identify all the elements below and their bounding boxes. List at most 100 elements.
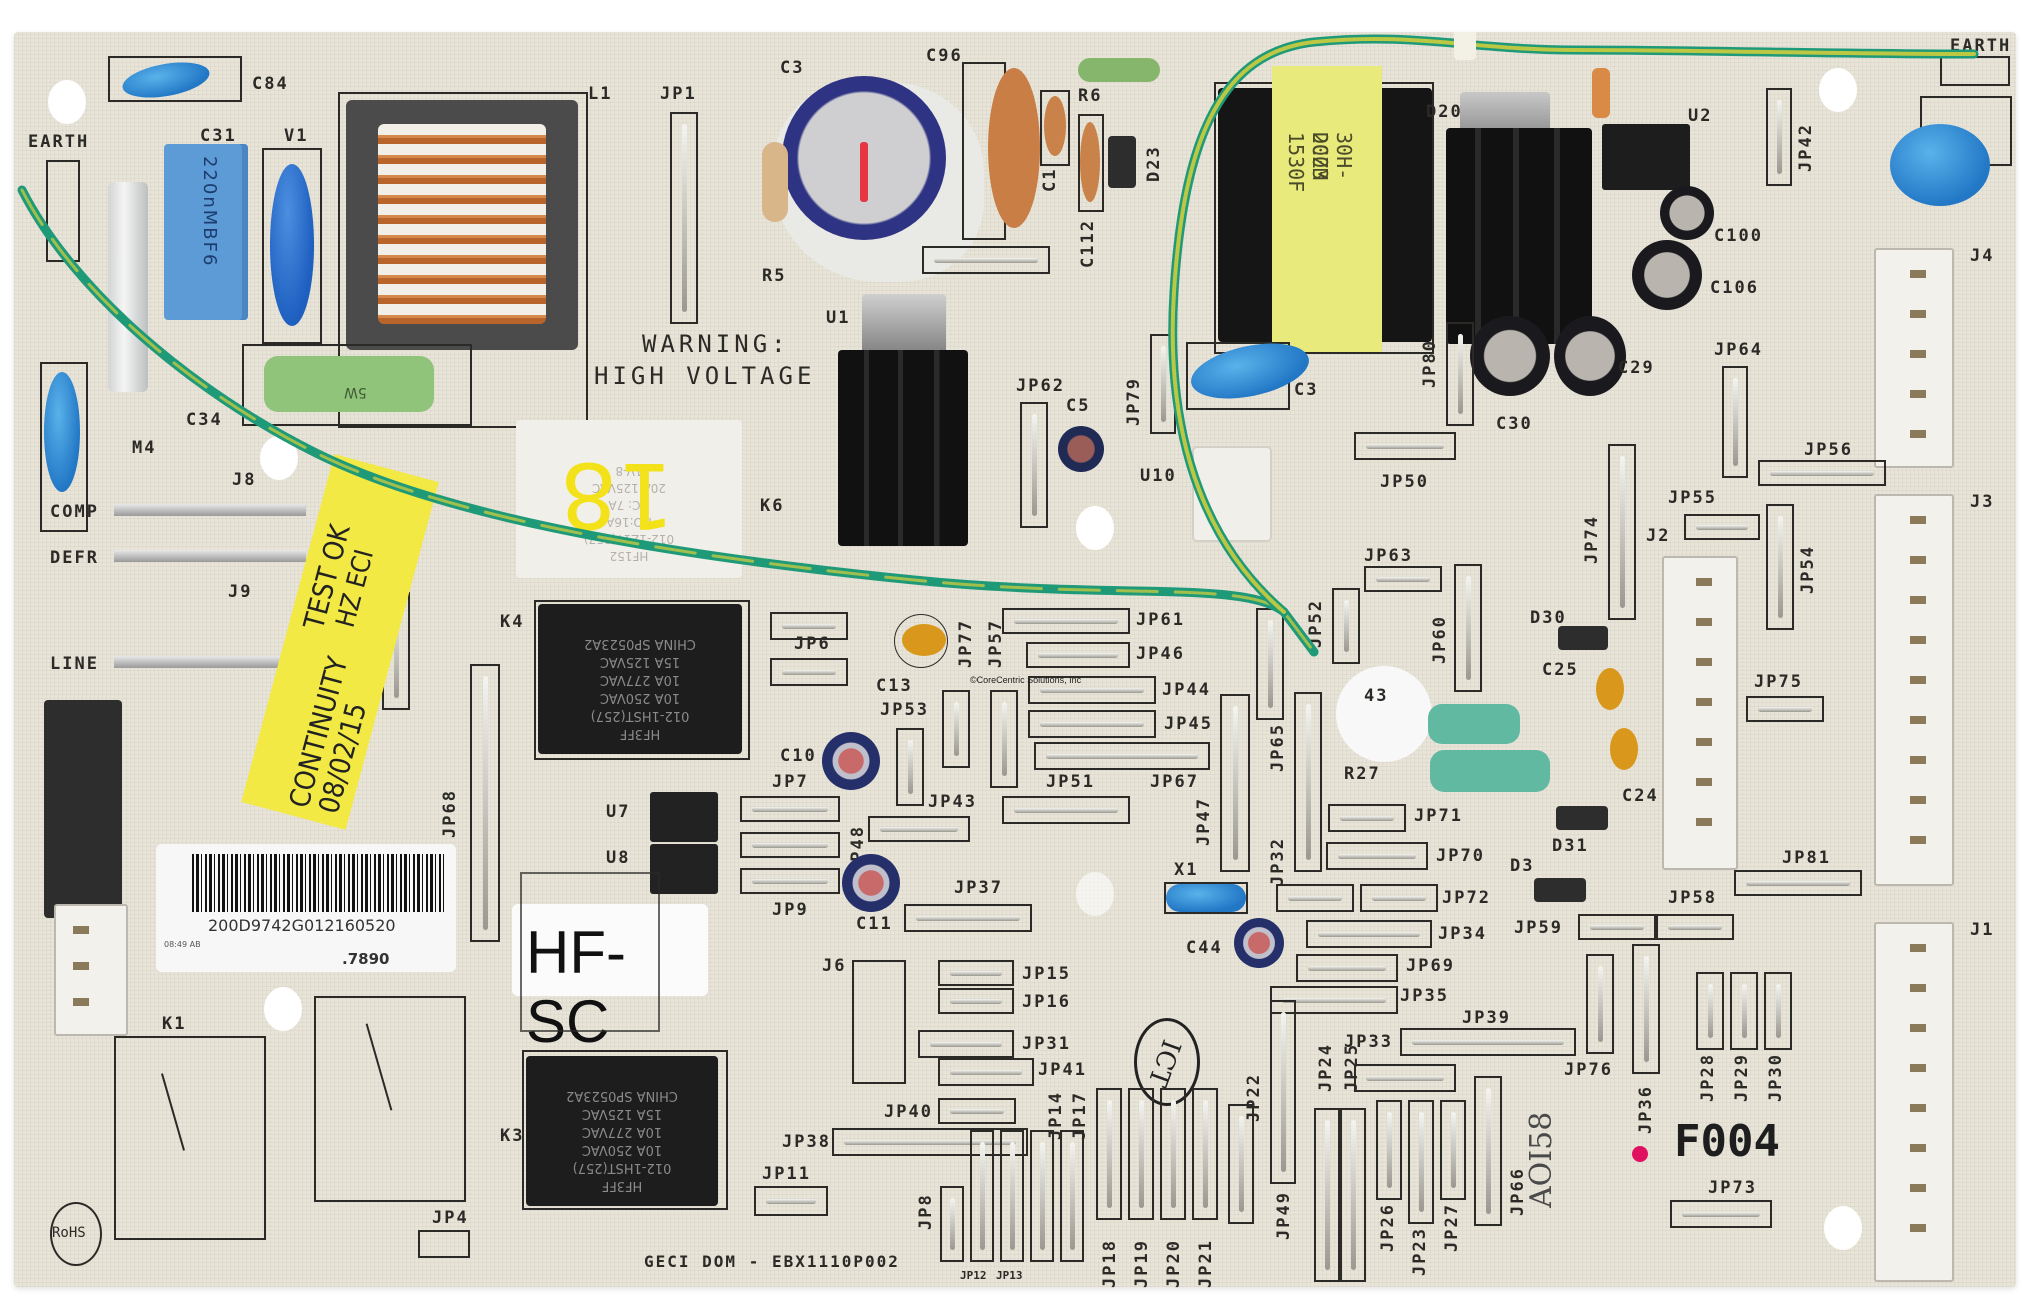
label-c106: C106 <box>1710 278 1759 298</box>
label-jp27: JP27 <box>1442 1203 1462 1252</box>
k3-outline <box>522 1050 728 1210</box>
u7-optocoupler <box>650 792 718 842</box>
label-u2: U2 <box>1688 106 1713 126</box>
jumper-jp18 <box>1096 1088 1122 1220</box>
jumper-jp58 <box>1656 914 1734 940</box>
mounting-hole <box>264 987 302 1031</box>
label-jp42: JP42 <box>1796 123 1816 172</box>
label-c1: C1 <box>1040 167 1060 192</box>
jumper-jp8 <box>940 1186 964 1262</box>
jumper-jp62 <box>1020 402 1048 528</box>
label-jp61: JP61 <box>1136 610 1185 630</box>
label-jp59: JP59 <box>1514 918 1563 938</box>
c29-capacitor <box>1554 316 1626 396</box>
u1-regulator-tab <box>862 294 946 356</box>
fuse <box>108 182 148 392</box>
jumper-jp37 <box>904 904 1032 932</box>
jumper-jp68 <box>470 664 500 942</box>
c1-outline <box>1040 90 1070 166</box>
jumper-jp69 <box>1296 954 1398 982</box>
label-jp1: JP1 <box>660 84 697 104</box>
jumper-jp26 <box>1376 1100 1402 1200</box>
label-line: LINE <box>50 654 99 674</box>
label-jp68: JP68 <box>440 789 460 838</box>
jumper-jp16 <box>938 988 1014 1014</box>
label-jp81: JP81 <box>1782 848 1831 868</box>
jumper-jp59 <box>1578 914 1656 940</box>
label-jp63: JP63 <box>1364 546 1413 566</box>
label-jp19: JP19 <box>1132 1239 1152 1288</box>
jumper-jp4 <box>418 1230 470 1258</box>
comp-terminal-blade[interactable] <box>114 504 306 516</box>
jumper-jp34 <box>1306 920 1432 948</box>
connector-j1[interactable] <box>1874 922 1954 1282</box>
hf-sc-outline <box>520 872 660 1032</box>
label-c3: C3 <box>1294 380 1319 400</box>
k3-outline-silk <box>314 996 466 1202</box>
barcode-suffix: .7890 <box>342 950 390 968</box>
connector-j2[interactable] <box>1662 556 1738 870</box>
barcode-bars <box>192 854 444 912</box>
k3-text-line: 10A 250VAC <box>581 1142 663 1157</box>
label-jp33: JP33 <box>1344 1032 1393 1052</box>
label-jp56: JP56 <box>1804 440 1853 460</box>
label-jp74: JP74 <box>1582 515 1602 564</box>
jumper-jp53-a <box>942 690 970 768</box>
label-jp50: JP50 <box>1380 472 1429 492</box>
label-v1: V1 <box>284 126 309 146</box>
label-d20: D20 <box>1426 102 1463 122</box>
power-connector-black[interactable] <box>44 700 122 918</box>
label-jp12: JP12 <box>960 1269 987 1282</box>
connector-white-small[interactable] <box>54 904 128 1036</box>
label-jp77: JP77 <box>956 619 976 668</box>
jumper-jp46 <box>1026 642 1130 668</box>
c106-capacitor <box>1632 240 1702 310</box>
label-jp24: JP24 <box>1316 1043 1336 1092</box>
c1-capacitor <box>1044 96 1066 156</box>
jumper-jp41 <box>938 1058 1034 1086</box>
label-c34: C34 <box>186 410 223 430</box>
label-c11: C11 <box>856 914 893 934</box>
jumper-jp76 <box>1586 954 1614 1054</box>
pcb-board: C84 EARTH C31 220nMBF6 V1 L1 JP1 5W C34 … <box>14 32 2016 1288</box>
label-jp6: JP6 <box>794 634 831 654</box>
label-jp62: JP62 <box>1016 376 1065 396</box>
defr-terminal-blade[interactable] <box>114 550 306 562</box>
jumper-jp75 <box>1746 696 1824 722</box>
ict-stamp <box>1134 1018 1200 1106</box>
label-c84: C84 <box>252 74 289 94</box>
mounting-hole <box>1824 1206 1862 1250</box>
label-c31: C31 <box>200 126 237 146</box>
r27-resistor-a <box>1428 704 1520 744</box>
jumper-jp45 <box>1028 710 1156 738</box>
jumper-jp19 <box>1128 1088 1154 1220</box>
c3-left-capacitor <box>44 372 80 492</box>
label-l1: L1 <box>588 84 613 104</box>
label-earth-left: EARTH <box>28 132 90 152</box>
jumper-jp28 <box>1696 972 1724 1050</box>
jumper-jp27 <box>1440 1100 1466 1200</box>
c3-bulk-electrolytic-capacitor <box>782 76 946 240</box>
label-c5: C5 <box>1066 396 1091 416</box>
jumper-jp42 <box>1766 88 1792 186</box>
mounting-hole <box>48 80 86 124</box>
connector-j4[interactable] <box>1874 248 1954 468</box>
label-jp25: JP25 <box>1342 1043 1362 1092</box>
jumper-jp24 <box>1314 1108 1340 1282</box>
jumper-jp74 <box>1608 444 1636 620</box>
jumper-jp52 <box>1332 588 1360 664</box>
line-terminal-blade[interactable] <box>114 656 306 668</box>
label-jp36: JP36 <box>1636 1085 1656 1134</box>
x1-outline <box>1164 882 1248 914</box>
label-jp18: JP18 <box>1100 1239 1120 1288</box>
connector-j3[interactable] <box>1874 494 1954 886</box>
resistor-5w-text: 5W <box>344 384 367 400</box>
label-jp39: JP39 <box>1462 1008 1511 1028</box>
barcode-small-text: 08:49 AB <box>164 940 201 949</box>
jumper-jp36 <box>1632 944 1660 1074</box>
label-jp7: JP7 <box>772 772 809 792</box>
label-m4: M4 <box>132 438 157 458</box>
board-part-number: GECI DOM - EBX1110P002 <box>644 1252 900 1271</box>
c96-ceramic-capacitor <box>988 68 1040 228</box>
jumper-jp57 <box>990 690 1018 788</box>
